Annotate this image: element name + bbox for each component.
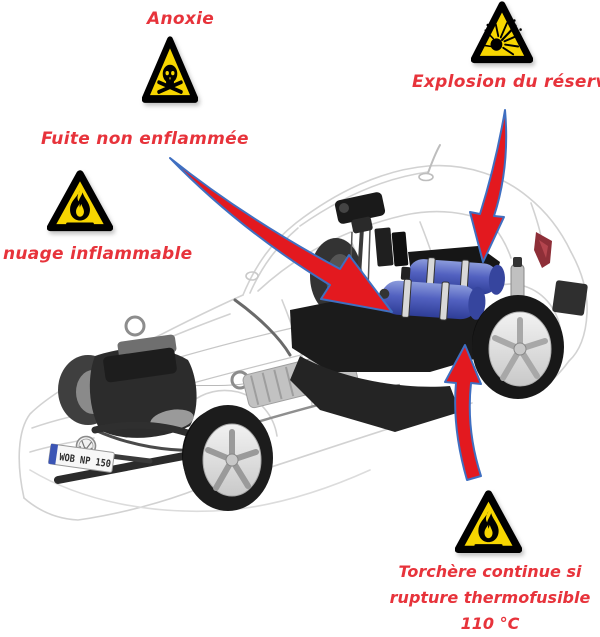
- tail-light: [534, 232, 552, 268]
- rear-wheel: [472, 295, 564, 399]
- torchere-line-2: rupture thermofusible: [389, 588, 591, 607]
- cng-tanks: [379, 257, 588, 321]
- arrow-fuite-to-tanks: [169, 157, 393, 313]
- arrow-explosion-to-tank: [469, 109, 508, 263]
- flame-warning-icon: [47, 170, 113, 232]
- flame-warning-icon: [455, 490, 522, 554]
- skull-crossbones-warning-icon: [142, 36, 198, 103]
- label-anoxie: Anoxie: [147, 9, 215, 29]
- label-nuage-inflammable: nuage inflammable: [3, 244, 193, 264]
- engine-block: [89, 315, 250, 464]
- label-fuite-non-enflammee: Fuite non enflammée: [41, 129, 249, 149]
- rear-black-box: [552, 280, 588, 316]
- label-explosion-du-reservoir: Explosion du réservoir: [412, 72, 600, 92]
- arrow-torchere-to-underbody: [444, 344, 482, 481]
- explosion-warning-icon: [471, 1, 533, 64]
- front-wheel: [182, 405, 273, 511]
- label-torchere-continue: Torchère continue si rupture thermofusib…: [378, 559, 600, 637]
- torchere-line-3: 110 °C: [460, 614, 520, 633]
- torchere-line-1: Torchère continue si: [398, 562, 582, 581]
- rear-equipment-mast: [334, 192, 409, 293]
- license-plate: WOB NP 150: [48, 443, 115, 473]
